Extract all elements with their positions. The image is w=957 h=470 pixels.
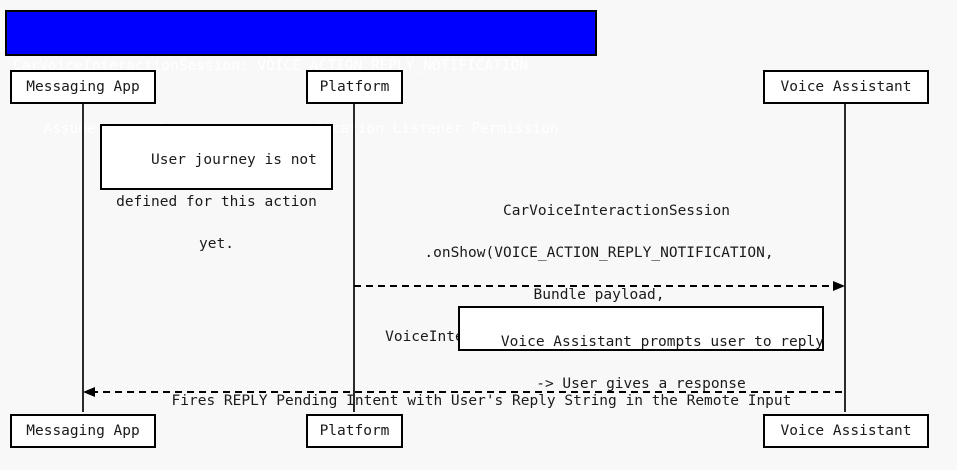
diagram-title-banner: CarVoiceInteractionSession: VOICE_ACTION… [5,10,597,137]
message-label-line-1: Fires REPLY Pending Intent with User's R… [171,393,792,409]
lifeline-messaging-app [82,104,84,412]
participant-label: Messaging App [26,423,140,439]
arrowhead-right-icon [833,281,845,291]
note-line-1: User journey is not [151,152,317,168]
lifeline-voice-assistant [844,104,846,412]
message-label-line-3: Bundle payload, [533,287,665,303]
participant-voice-assistant-bottom[interactable]: Voice Assistant [763,414,929,448]
participant-label: Voice Assistant [780,423,912,439]
message-reply-pending-intent-arrow [83,387,845,397]
participant-voice-assistant-top[interactable]: Voice Assistant [763,70,929,104]
participant-label: Platform [319,79,390,95]
message-label-line-2: .onShow(VOICE_ACTION_REPLY_NOTIFICATION, [424,245,774,261]
participant-label: Voice Assistant [780,79,912,95]
note-line-2: defined for this action [116,194,317,210]
note-line-1: Voice Assistant prompts user to reply [500,334,824,350]
participant-platform-bottom[interactable]: Platform [306,414,403,448]
note-voice-prompt: Voice Assistant prompts user to reply ->… [458,306,824,392]
participant-label: Messaging App [26,79,140,95]
participant-platform-top[interactable]: Platform [306,70,403,104]
participant-label: Platform [319,423,390,439]
participant-messaging-app-bottom[interactable]: Messaging App [10,414,156,448]
note-line-3: yet. [199,236,234,252]
note-user-journey: User journey is not defined for this act… [100,124,333,252]
note-line-2: -> User gives a response [536,376,746,392]
participant-messaging-app-top[interactable]: Messaging App [10,70,156,104]
message-onshow-arrow [354,281,845,291]
message-label-line-1: CarVoiceInteractionSession [502,203,730,219]
arrowhead-left-icon [83,387,95,397]
lifeline-platform [353,104,355,412]
message-reply-pending-intent-label: Fires REPLY Pending Intent with User's R… [83,370,845,433]
